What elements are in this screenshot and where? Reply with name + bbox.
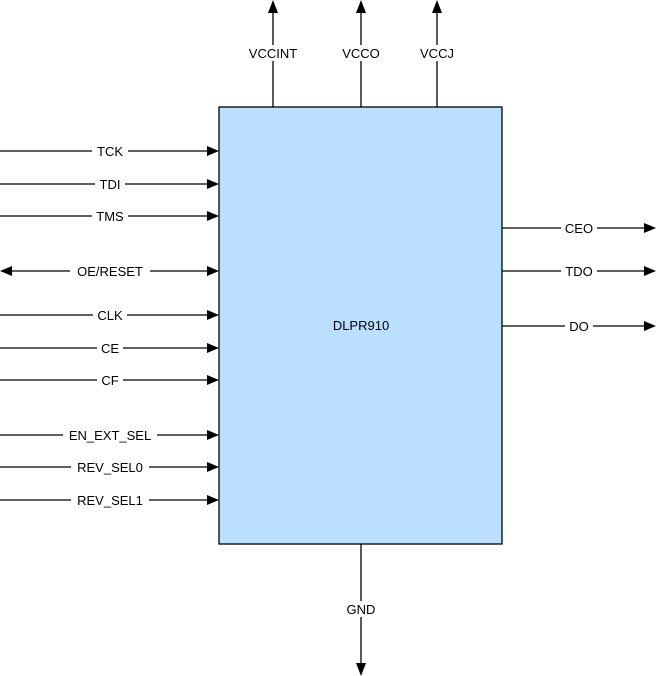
pin-label: DO xyxy=(569,319,589,334)
pin-label: REV_SEL1 xyxy=(77,493,143,508)
right-pin-do: DO xyxy=(502,318,656,334)
arrow-right-icon xyxy=(207,310,219,320)
left-pin-rev-sel0: REV_SEL0 xyxy=(0,459,219,475)
left-pin-tck: TCK xyxy=(0,143,219,159)
arrow-right-icon xyxy=(207,343,219,353)
arrow-up-icon xyxy=(356,0,366,13)
arrow-right-icon xyxy=(207,430,219,440)
left-pin-rev-sel1: REV_SEL1 xyxy=(0,492,219,508)
pin-label: TMS xyxy=(96,209,124,224)
top-pin-vccint: VCCINT xyxy=(245,0,301,107)
arrow-right-icon xyxy=(207,375,219,385)
left-pin-tdi: TDI xyxy=(0,176,219,192)
left-pin-en-ext-sel: EN_EXT_SEL xyxy=(0,427,219,443)
pin-label: VCCO xyxy=(342,46,380,61)
pin-label: GND xyxy=(347,602,376,617)
arrow-up-icon xyxy=(268,0,278,13)
arrow-right-icon xyxy=(207,146,219,156)
arrow-right-icon xyxy=(207,462,219,472)
pin-label: TDO xyxy=(565,264,592,279)
pin-label: VCCINT xyxy=(249,46,297,61)
pin-label: CEO xyxy=(565,221,593,236)
arrow-down-icon xyxy=(356,663,366,676)
right-pin-ceo: CEO xyxy=(502,220,656,236)
pin-label: TDI xyxy=(100,177,121,192)
left-pin-oe-reset: OE/RESET xyxy=(0,263,219,279)
arrow-right-icon xyxy=(644,321,656,331)
chip-body xyxy=(218,106,503,545)
pin-label: EN_EXT_SEL xyxy=(69,428,151,443)
arrow-left-icon xyxy=(0,266,12,276)
pin-label: CLK xyxy=(97,308,123,323)
top-pin-vccj: VCCJ xyxy=(416,0,458,107)
chip-name: DLPR910 xyxy=(333,318,389,333)
left-pin-cf: CF xyxy=(0,372,219,388)
pin-label: REV_SEL0 xyxy=(77,460,143,475)
left-pin-ce: CE xyxy=(0,340,219,356)
pin-label: TCK xyxy=(97,144,123,159)
arrow-up-icon xyxy=(432,0,442,13)
left-pin-tms: TMS xyxy=(0,208,219,224)
arrow-right-icon xyxy=(644,223,656,233)
arrow-right-icon xyxy=(207,179,219,189)
top-pin-vcco: VCCO xyxy=(338,0,384,107)
pin-label: CF xyxy=(101,373,118,388)
arrow-right-icon xyxy=(207,495,219,505)
arrow-right-icon xyxy=(644,266,656,276)
bottom-pin-gnd: GND xyxy=(341,544,381,676)
right-pin-tdo: TDO xyxy=(502,263,656,279)
arrow-right-icon xyxy=(207,266,219,276)
arrow-right-icon xyxy=(207,211,219,221)
left-pin-clk: CLK xyxy=(0,307,219,323)
pin-label: OE/RESET xyxy=(77,264,143,279)
pin-label: VCCJ xyxy=(420,46,454,61)
pin-label: CE xyxy=(101,341,119,356)
